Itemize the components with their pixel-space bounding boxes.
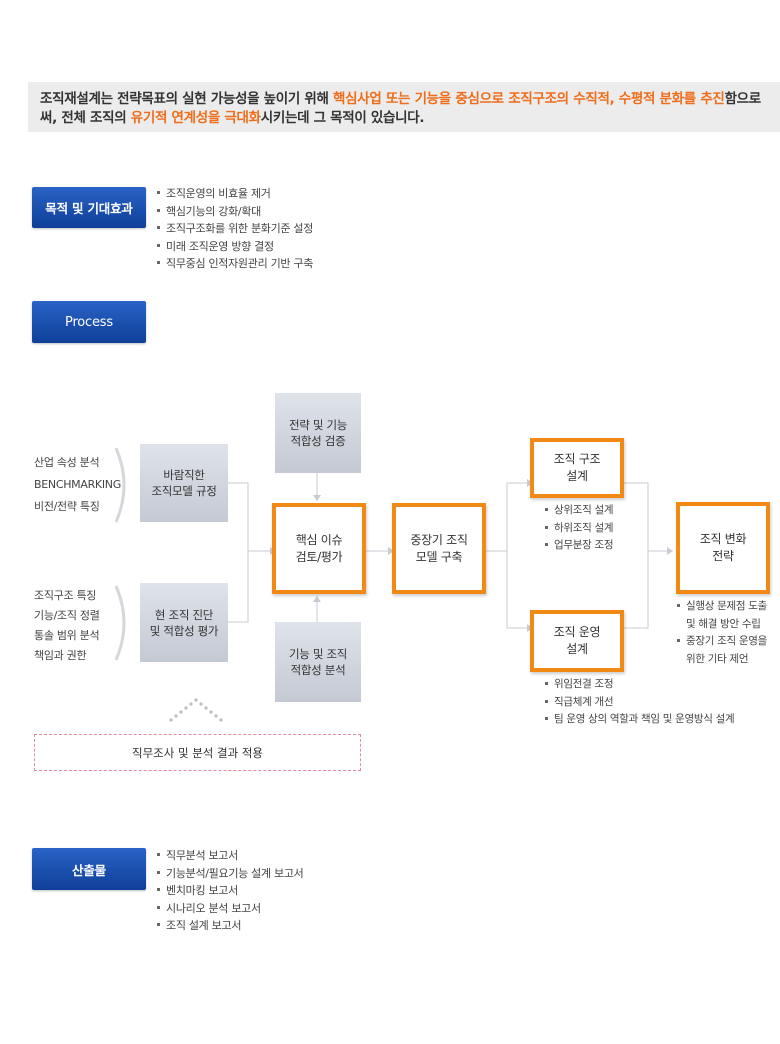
node-line: 기능 및 조직: [288, 647, 348, 661]
input-item: 산업 속성 분석: [34, 456, 100, 469]
list-item: 중장기 조직 운영을 위한 기타 제언: [676, 633, 778, 668]
list-item: 직무중심 인적자원관리 기반 구축: [156, 255, 313, 273]
node-line: 조직 변화: [699, 532, 747, 546]
purpose-list: 조직운영의 비효율 제거 핵심기능의 강화/확대 조직구조화를 위한 분화기준 …: [156, 185, 313, 273]
list-item: 핵심기능의 강화/확대: [156, 203, 313, 221]
node-line: 핵심 이슈: [295, 532, 343, 547]
node-line: 검토/평가: [295, 549, 343, 564]
list-item: 팀 운영 상의 역할과 책임 및 운영방식 설계: [544, 711, 735, 729]
list-item: 위임전결 조정: [544, 676, 734, 694]
change-items: 실행상 문제점 도출 및 해결 방안 수립 중장기 조직 운영을 위한 기타 제…: [676, 598, 778, 668]
intro-text-3: 시키는데 그 목적이 있습니다.: [260, 110, 425, 126]
list-item: 벤치마킹 보고서: [156, 882, 303, 900]
node-line: 중장기 조직: [410, 532, 468, 547]
process-badge: Process: [32, 301, 146, 343]
node-line: 적합성 분석: [290, 663, 346, 677]
node-line: 전략: [712, 549, 734, 563]
intro-highlight-1: 핵심사업 또는 기능을 중심으로 조직구조의 수직적, 수평적 분화를 추진: [333, 91, 725, 107]
intro-text-2: 함으로써, 전체 조직의: [40, 91, 761, 126]
list-item: 조직운영의 비효율 제거: [156, 185, 313, 203]
node-line: 설계: [566, 469, 588, 483]
intro-statement: 조직재설계는 전략목표의 실현 가능성을 높이기 위해 핵심사업 또는 기능을 …: [28, 82, 780, 132]
input-item: 통솔 범위 분석: [34, 629, 100, 642]
list-item: 조직구조화를 위한 분화기준 설정: [156, 220, 313, 238]
node-line: 조직 운영: [553, 625, 601, 639]
node-line: 전략 및 기능: [288, 418, 348, 432]
deliverables-list: 직무분석 보고서 기능분석/필요기능 설계 보고서 벤치마킹 보고서 시나리오 …: [156, 847, 304, 935]
list-item: 하위조직 설계: [544, 520, 614, 538]
node-line: 조직모델 규정: [151, 484, 217, 498]
list-item: 상위조직 설계: [544, 502, 614, 520]
list-item: 업무분장 조정: [544, 537, 614, 555]
input-group-top: 산업 속성 분석 BENCHMARKING 비전/전략 특징: [34, 452, 121, 518]
list-item: 조직 설계 보고서: [156, 917, 303, 935]
list-item: 기능분석/필요기능 설계 보고서: [156, 865, 304, 883]
job-analysis-box: 직무조사 및 분석 결과 적용: [34, 734, 361, 771]
list-item: 직무분석 보고서: [156, 847, 303, 865]
input-item: BENCHMARKING: [34, 478, 121, 491]
input-item: 비전/전략 특징: [34, 500, 100, 513]
intro-text-1: 조직재설계는 전략목표의 실현 가능성을 높이기 위해: [40, 91, 334, 107]
deliverables-badge: 산출물: [32, 848, 146, 890]
list-item: 시나리오 분석 보고서: [156, 900, 303, 918]
structure-items: 상위조직 설계 하위조직 설계 업무분장 조정: [544, 502, 614, 555]
list-item: 직급체계 개선: [544, 694, 734, 712]
node-line: 바람직한: [163, 468, 205, 482]
node-line: 및 적합성 평가: [149, 623, 219, 638]
input-group-bottom: 조직구조 특징 기능/조직 정렬 통솔 범위 분석 책임과 권한: [34, 586, 100, 666]
node-line: 조직 구조: [553, 452, 601, 466]
intro-highlight-2: 유기적 연계성을 극대화: [130, 110, 261, 126]
list-item: 미래 조직운영 방향 결정: [156, 238, 313, 256]
operation-items: 위임전결 조정 직급체계 개선 팀 운영 상의 역할과 책임 및 운영방식 설계: [544, 676, 735, 729]
node-line: 설계: [566, 642, 588, 656]
purpose-badge: 목적 및 기대효과: [32, 187, 146, 228]
node-line: 적합성 검증: [290, 434, 346, 448]
node-line: 현 조직 진단: [154, 607, 214, 622]
node-line: 모델 구축: [415, 549, 463, 564]
input-item: 조직구조 특징: [34, 589, 97, 602]
input-item: 책임과 권한: [34, 649, 87, 662]
list-item: 실행상 문제점 도출 및 해결 방안 수립: [676, 598, 778, 633]
input-item: 기능/조직 정렬: [34, 609, 100, 622]
